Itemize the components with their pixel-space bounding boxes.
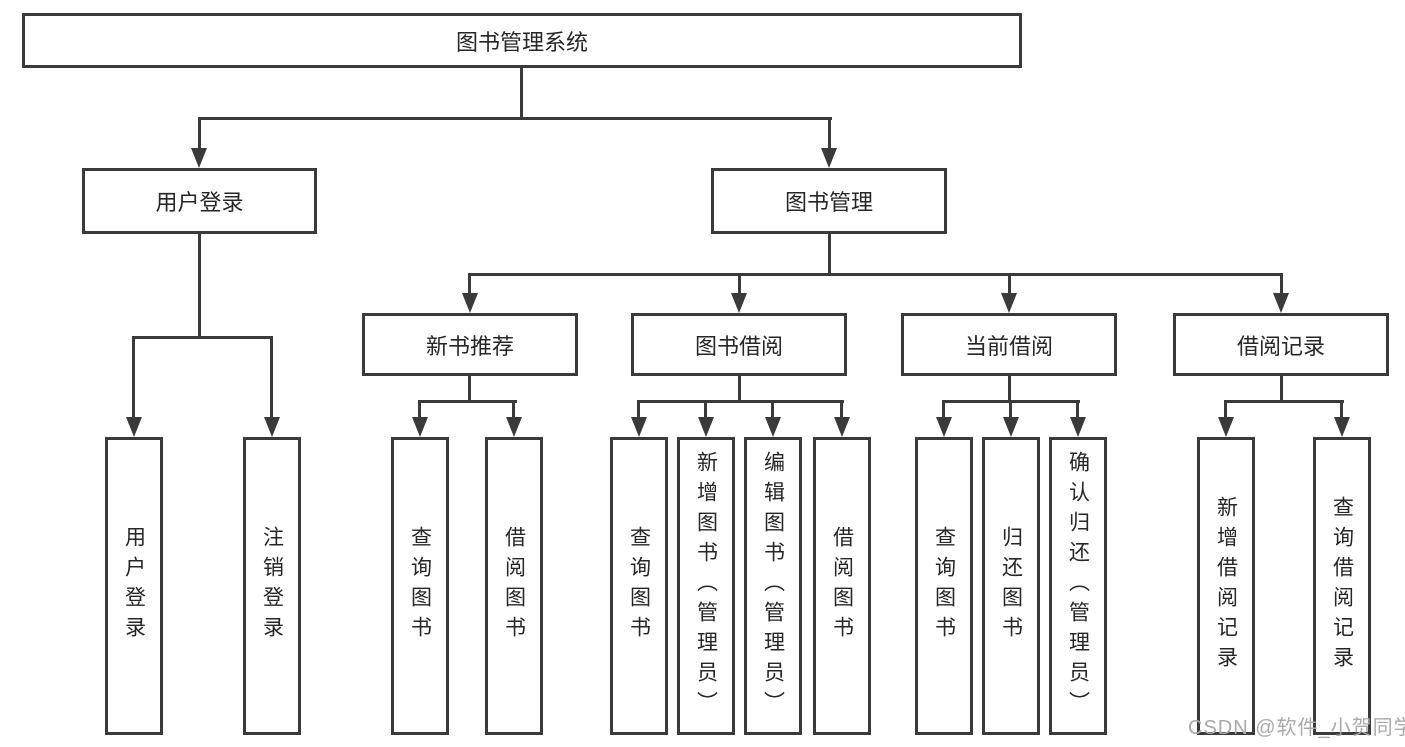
- connector-line: [132, 336, 273, 339]
- node-borrowing-records: 借阅记录: [1173, 313, 1389, 376]
- connector-line: [1076, 400, 1079, 420]
- leaf-label: 查询图书: [627, 526, 651, 646]
- leaf-edit-books-admin: 编辑图书（管理员）: [744, 437, 802, 735]
- leaf-recommend-borrow-books: 借阅图书: [485, 437, 543, 735]
- connector-line: [828, 117, 831, 151]
- node-label: 新书推荐: [425, 333, 514, 359]
- arrow-down-icon: [765, 417, 781, 437]
- arrow-down-icon: [1001, 293, 1017, 313]
- arrow-down-icon: [462, 293, 478, 313]
- node-current-borrowing: 当前借阅: [901, 313, 1117, 376]
- leaf-user-login: 用户登录: [105, 437, 163, 735]
- connector-line: [1224, 400, 1227, 420]
- arrow-down-icon: [1070, 417, 1086, 437]
- connector-line: [418, 400, 421, 420]
- connector-line: [1280, 376, 1283, 403]
- leaf-label: 查询图书: [932, 526, 956, 646]
- arrow-down-icon: [191, 148, 207, 168]
- leaf-label: 确认归还（管理员）: [1066, 451, 1090, 721]
- arrow-down-icon: [698, 417, 714, 437]
- connector-line: [1008, 376, 1011, 403]
- leaf-borrow-books: 借阅图书: [813, 437, 871, 735]
- connector-line: [198, 117, 832, 120]
- arrow-down-icon: [821, 148, 837, 168]
- connector-line: [1224, 400, 1344, 403]
- connector-line: [468, 273, 471, 297]
- leaf-logout: 注销登录: [243, 437, 301, 735]
- leaf-add-borrow-record: 新增借阅记录: [1197, 437, 1255, 735]
- leaf-current-query-books: 查询图书: [915, 437, 973, 735]
- connector-line: [468, 376, 471, 403]
- leaf-label: 借阅图书: [502, 526, 526, 646]
- leaf-label: 用户登录: [122, 526, 146, 646]
- node-new-book-recommendation: 新书推荐: [362, 313, 578, 376]
- node-label: 图书管理: [784, 190, 873, 215]
- connector-line: [198, 234, 201, 336]
- node-label: 当前借阅: [964, 333, 1053, 359]
- connector-line: [270, 336, 273, 421]
- leaf-label: 新增借阅记录: [1214, 496, 1238, 676]
- node-user-login: 用户登录: [82, 168, 317, 234]
- connector-line: [637, 400, 844, 403]
- arrow-down-icon: [631, 417, 647, 437]
- node-book-management: 图书管理: [711, 168, 947, 234]
- connector-line: [512, 400, 515, 420]
- leaf-label: 注销登录: [260, 526, 284, 646]
- connector-line: [520, 68, 523, 120]
- connector-line: [132, 336, 135, 421]
- connector-line: [704, 400, 707, 420]
- connector-line: [738, 376, 741, 403]
- arrow-down-icon: [936, 417, 952, 437]
- arrow-down-icon: [1334, 417, 1350, 437]
- connector-line: [637, 400, 640, 420]
- leaf-return-books: 归还图书: [982, 437, 1040, 735]
- connector-line: [738, 273, 741, 297]
- arrow-down-icon: [1273, 293, 1289, 313]
- connector-line: [468, 273, 1283, 276]
- leaf-confirm-return-admin: 确认归还（管理员）: [1049, 437, 1107, 735]
- connector-line: [1008, 273, 1011, 297]
- connector-line: [1280, 273, 1283, 297]
- leaf-label: 归还图书: [999, 526, 1023, 646]
- arrow-down-icon: [1003, 417, 1019, 437]
- leaf-label: 借阅图书: [830, 526, 854, 646]
- connector-line: [828, 234, 831, 276]
- node-book-borrowing: 图书借阅: [631, 313, 847, 376]
- node-label: 图书管理系统: [455, 29, 588, 55]
- csdn-watermark: CSDN @软件_小贺同学: [1188, 717, 1405, 739]
- node-label: 图书借阅: [694, 333, 783, 359]
- connector-line: [198, 117, 201, 151]
- leaf-label: 查询图书: [408, 526, 432, 646]
- connector-line: [840, 400, 843, 420]
- connector-line: [1009, 400, 1012, 420]
- arrow-down-icon: [731, 293, 747, 313]
- arrow-down-icon: [264, 417, 280, 437]
- node-label: 借阅记录: [1236, 333, 1325, 359]
- arrow-down-icon: [412, 417, 428, 437]
- connector-line: [1340, 400, 1343, 420]
- leaf-label: 新增图书（管理员）: [694, 451, 718, 721]
- node-label: 用户登录: [155, 190, 244, 215]
- connector-line: [771, 400, 774, 420]
- arrow-down-icon: [506, 417, 522, 437]
- leaf-query-borrow-record: 查询借阅记录: [1313, 437, 1371, 735]
- node-library-management-system: 图书管理系统: [22, 13, 1022, 68]
- leaf-recommend-query-books: 查询图书: [391, 437, 449, 735]
- leaf-label: 编辑图书（管理员）: [761, 451, 785, 721]
- leaf-add-books-admin: 新增图书（管理员）: [677, 437, 735, 735]
- arrow-down-icon: [1218, 417, 1234, 437]
- leaf-label: 查询借阅记录: [1330, 496, 1354, 676]
- arrow-down-icon: [834, 417, 850, 437]
- leaf-borrow-query-books: 查询图书: [610, 437, 668, 735]
- connector-line: [942, 400, 945, 420]
- arrow-down-icon: [126, 417, 142, 437]
- connector-line: [418, 400, 517, 403]
